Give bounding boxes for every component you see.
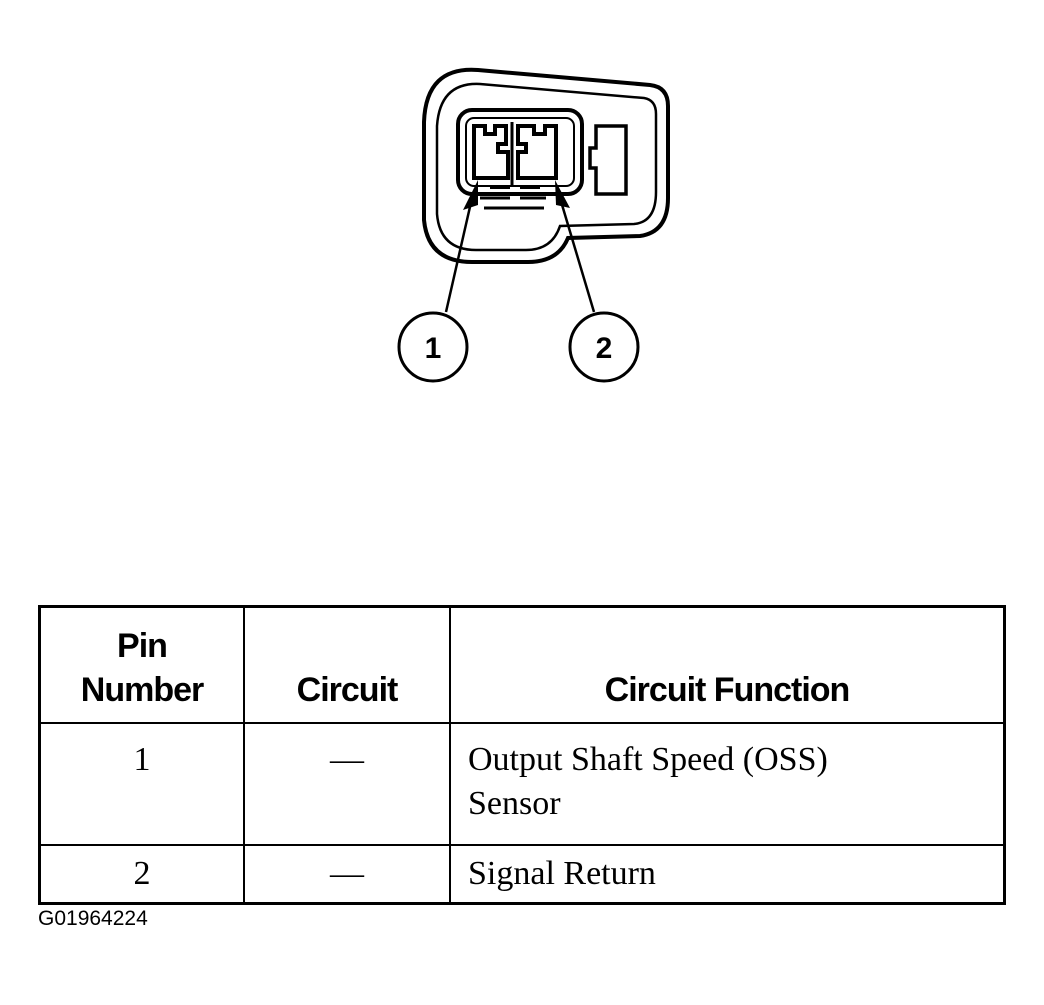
cell-circuit: — — [243, 722, 451, 846]
connector-outer-shell — [422, 67, 670, 264]
table-row: 2 — Signal Return — [38, 844, 1006, 905]
pin-1-terminal — [472, 124, 510, 180]
figure-id: G01964224 — [38, 907, 148, 930]
terminal-cavity — [456, 108, 584, 196]
cell-function: Signal Return — [449, 844, 1006, 905]
cell-pin: 2 — [38, 844, 245, 905]
table-row: 1 — Output Shaft Speed (OSS)Sensor — [38, 722, 1006, 846]
pin-2-terminal — [516, 124, 558, 180]
connector-diagram: 1 2 — [397, 67, 670, 383]
leader-line-2 — [558, 197, 596, 313]
header-circuit-function: Circuit Function — [449, 605, 1006, 724]
locking-tab — [588, 124, 628, 196]
cell-function: Output Shaft Speed (OSS)Sensor — [449, 722, 1006, 846]
arrowhead-2 — [555, 180, 570, 208]
callout-circle-2 — [568, 311, 640, 383]
header-circuit: Circuit — [243, 605, 451, 724]
cell-circuit: — — [243, 844, 451, 905]
callout-circle-1 — [397, 311, 469, 383]
callout-label-2: 2 — [596, 332, 613, 365]
terminal-cavity-inner — [465, 117, 575, 187]
connector-inner-shell — [435, 82, 658, 252]
arrowhead-1 — [463, 180, 478, 210]
callout-label-1: 1 — [425, 332, 442, 365]
leader-line-1 — [444, 197, 474, 313]
cell-pin: 1 — [38, 722, 245, 846]
